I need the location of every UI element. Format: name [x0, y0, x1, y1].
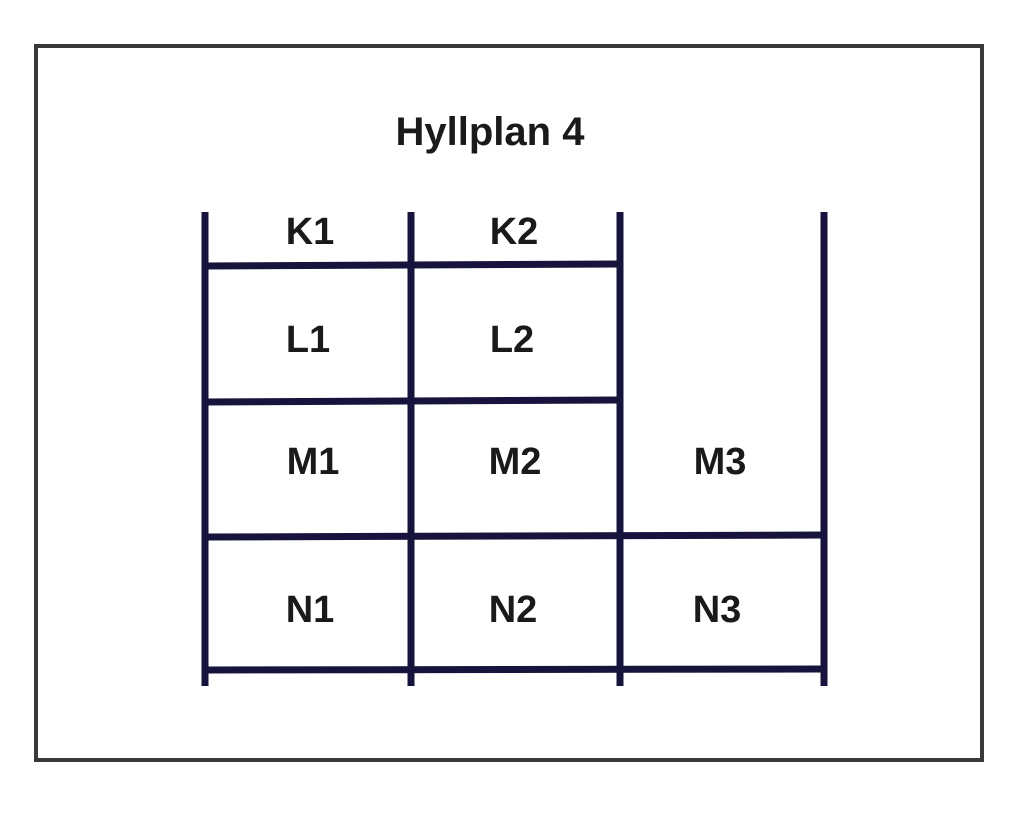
cell-label-k2: K2 [490, 211, 539, 253]
cell-label-m3: M3 [694, 441, 747, 483]
shelf-board-k [204, 260, 621, 270]
cell-label-l2: L2 [490, 319, 534, 361]
cell-label-l1: L1 [286, 319, 330, 361]
cell-label-n1: N1 [286, 589, 335, 631]
shelf-board-l [204, 396, 621, 406]
diagram-title: Hyllplan 4 [395, 110, 585, 154]
shelf-board-m [204, 531, 828, 541]
cell-label-n2: N2 [489, 589, 538, 631]
cell-label-m1: M1 [287, 441, 340, 483]
shelf-board-n [204, 665, 828, 674]
cell-label-n3: N3 [693, 589, 742, 631]
cell-label-m2: M2 [489, 441, 542, 483]
cell-label-k1: K1 [286, 211, 335, 253]
